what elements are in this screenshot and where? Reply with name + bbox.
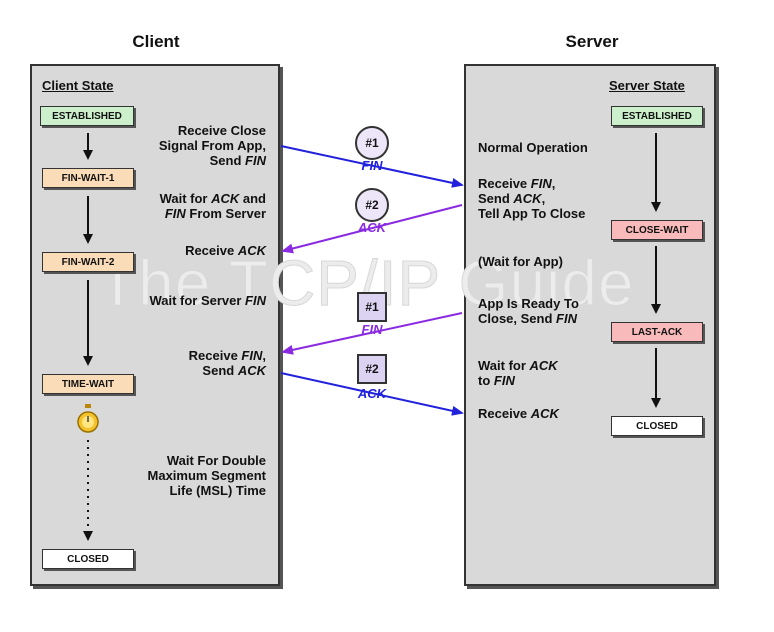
server-note-receive-fin: Receive FIN, Send ACK, Tell App To Close — [478, 176, 585, 221]
client-note-line: , — [262, 348, 266, 363]
client-note-italic: FIN — [241, 348, 263, 363]
server-state-heading: Server State — [609, 78, 685, 93]
message-ack-arrow-2 — [280, 372, 464, 416]
client-note-receive-ack: Receive ACK — [185, 243, 266, 258]
message-badge-2: #2 — [355, 188, 389, 222]
server-note-app-ready: App Is Ready To Close, Send FIN — [478, 296, 579, 326]
server-note-italic: FIN — [556, 311, 577, 326]
server-note-receive-ack: Receive ACK — [478, 406, 559, 421]
server-note-line: Wait for — [478, 358, 530, 373]
client-state-fin-wait-2: FIN-WAIT-2 — [42, 252, 134, 272]
server-note-line: Tell App To Close — [478, 206, 586, 221]
client-note-receive-fin-send-ack: Receive FIN, Send ACK — [189, 348, 266, 378]
client-note-italic: FIN — [245, 153, 266, 168]
client-note-line: and — [239, 191, 266, 206]
server-note-line: , — [541, 191, 546, 206]
message-label-fin: FIN — [361, 322, 383, 337]
server-note-line: Receive — [478, 406, 531, 421]
server-note-wait-for-app: (Wait for App) — [478, 254, 563, 269]
message-ack-arrow-1 — [281, 204, 463, 254]
message-badge-3: #1 — [357, 292, 387, 322]
client-note-line: From Server — [185, 206, 266, 221]
client-note-italic: ACK — [237, 243, 266, 258]
message-badge-4: #2 — [357, 354, 387, 384]
client-state-closed: CLOSED — [42, 549, 134, 569]
client-state-time-wait: TIME-WAIT — [42, 374, 134, 394]
server-state-established: ESTABLISHED — [611, 106, 703, 126]
server-note-italic: ACK — [530, 406, 559, 421]
server-note-italic: FIN — [493, 373, 515, 388]
client-note-wait-server-fin: Wait for Server FIN — [149, 293, 266, 308]
server-note-line: , — [551, 176, 556, 191]
client-panel — [30, 64, 280, 586]
client-note-line: Receive Close Signal From App, Send — [158, 123, 266, 168]
server-note-italic: ACK — [513, 191, 542, 206]
server-note-normal-operation: Normal Operation — [478, 140, 588, 155]
client-note-line: Wait for — [159, 191, 212, 206]
client-note-italic: FIN — [245, 293, 266, 308]
server-note-italic: FIN — [530, 176, 552, 191]
server-note-line: Close, Send — [478, 311, 557, 326]
server-note-line: Send — [478, 191, 514, 206]
stopwatch-icon — [77, 404, 99, 433]
client-state-heading: Client State — [42, 78, 114, 93]
message-label-fin: FIN — [361, 158, 383, 173]
client-state-established: ESTABLISHED — [40, 106, 134, 126]
server-title: Server — [565, 32, 619, 51]
client-note-wait-msl: Wait For Double Maximum Segment Life (MS… — [147, 453, 266, 498]
server-note-line: Receive — [478, 176, 531, 191]
client-note-line: Receive — [185, 243, 238, 258]
server-state-close-wait: CLOSE-WAIT — [611, 220, 703, 240]
client-note-italic: FIN — [164, 206, 186, 221]
message-fin-arrow-1 — [280, 145, 464, 188]
client-note-line: Send — [202, 363, 238, 378]
server-note-line: App Is Ready To — [478, 296, 579, 311]
server-note-wait-ack: Wait for ACK to FIN — [478, 358, 558, 388]
client-title: Client — [132, 32, 180, 51]
client-note-wait-ack-fin: Wait for ACK and FIN From Server — [160, 191, 266, 221]
client-state-fin-wait-1: FIN-WAIT-1 — [42, 168, 134, 188]
client-note-italic: ACK — [211, 191, 240, 206]
message-fin-arrow-2 — [281, 312, 463, 355]
server-note-italic: ACK — [529, 358, 558, 373]
server-note-line: to — [478, 373, 494, 388]
client-note-line: Receive — [188, 348, 242, 363]
message-label-ack: ACK — [357, 386, 387, 401]
message-label-ack: ACK — [357, 220, 387, 235]
message-badge-1: #1 — [355, 126, 389, 160]
client-note-receive-close: Receive Close Signal From App, Send FIN — [159, 123, 266, 168]
server-state-closed: CLOSED — [611, 416, 703, 436]
server-state-last-ack: LAST-ACK — [611, 322, 703, 342]
client-note-italic: ACK — [237, 363, 266, 378]
client-note-line: Wait for Server — [149, 293, 246, 308]
